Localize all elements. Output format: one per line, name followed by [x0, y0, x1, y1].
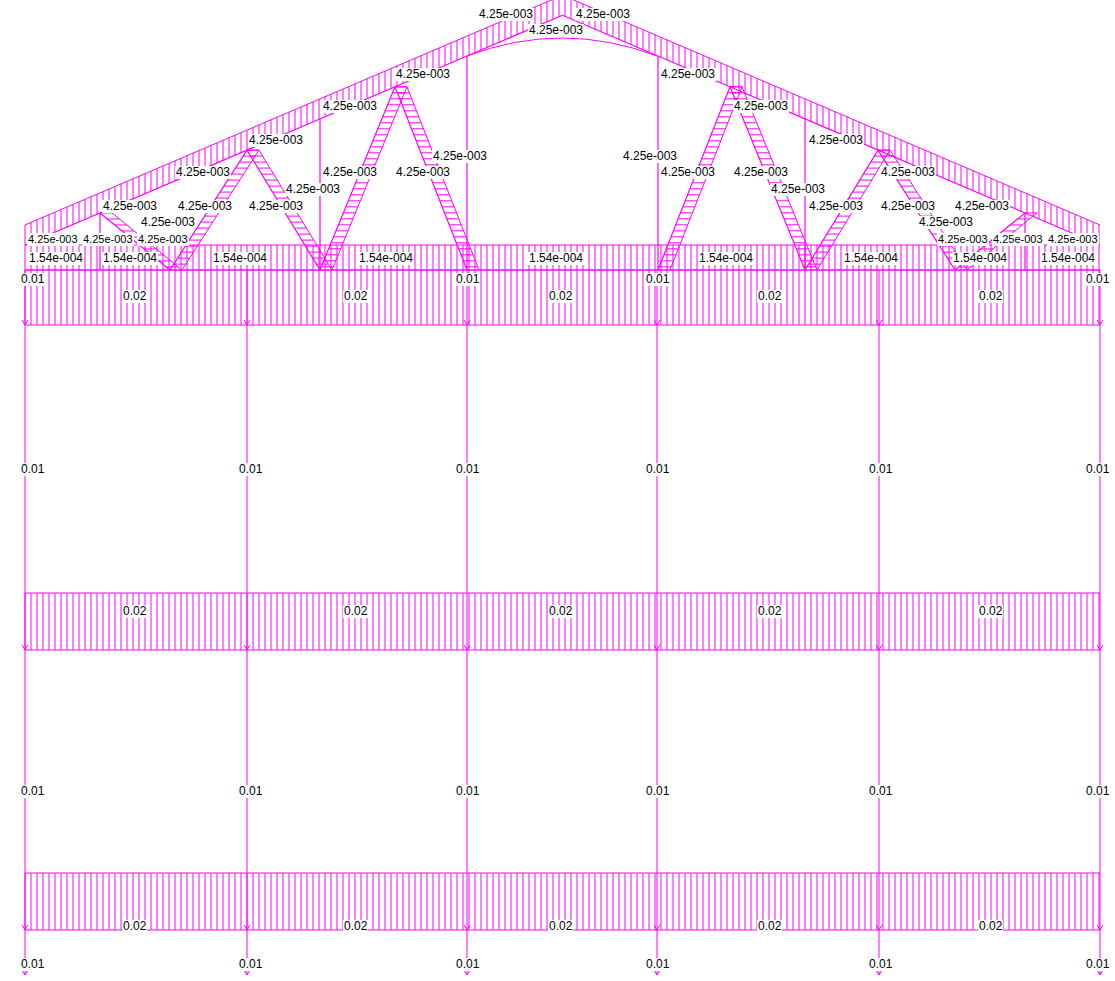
truss-load-value: 1.54e-004 — [358, 252, 414, 265]
truss-load-value: 4.25e-003 — [248, 134, 304, 147]
truss-load-value: 1.54e-004 — [952, 252, 1008, 265]
truss-load-value: 4.25e-003 — [808, 200, 864, 213]
member-load-value: 0.01 — [645, 958, 670, 971]
truss-load-value: 4.25e-003 — [432, 150, 488, 163]
truss-load-value: 4.25e-003 — [733, 166, 789, 179]
truss-load-value: 4.25e-003 — [660, 166, 716, 179]
truss-load-value: 4.25e-003 — [395, 68, 451, 81]
member-load-value: 0.01 — [868, 463, 893, 476]
member-load-value: 0.02 — [548, 920, 573, 933]
truss-load-value: 1.54e-004 — [1040, 252, 1096, 265]
truss-load-value: 4.25e-003 — [395, 166, 451, 179]
member-load-value: 0.02 — [757, 290, 782, 303]
truss-load-value: 4.25e-003 — [478, 8, 534, 21]
truss-load-value: 4.25e-003 — [102, 200, 158, 213]
member-load-value: 0.01 — [20, 785, 45, 798]
truss-load-value: 4.25e-003 — [954, 200, 1010, 213]
truss-load-value: 1.54e-004 — [28, 252, 84, 265]
column-load-line — [22, 270, 1103, 975]
truss-load-value: 4.25e-003 — [27, 233, 79, 246]
member-load-value: 0.02 — [757, 920, 782, 933]
truss-web-member — [100, 56, 1025, 270]
member-load-value: 0.01 — [455, 463, 480, 476]
truss-load-value: 4.25e-003 — [660, 68, 716, 81]
truss-load-value: 4.25e-003 — [1047, 233, 1099, 246]
member-load-value: 0.01 — [645, 463, 670, 476]
member-load-value: 0.02 — [757, 605, 782, 618]
truss-load-value: 1.54e-004 — [102, 252, 158, 265]
member-load-value: 0.02 — [122, 290, 147, 303]
member-load-value: 0.01 — [868, 785, 893, 798]
member-load-value: 0.02 — [548, 290, 573, 303]
member-load-value: 0.01 — [1085, 958, 1110, 971]
beam-load-band — [25, 270, 1100, 325]
member-load-value: 0.01 — [1085, 463, 1110, 476]
truss-load-value: 4.25e-003 — [177, 200, 233, 213]
web-member-load — [100, 87, 1037, 270]
member-load-value: 0.01 — [238, 958, 263, 971]
beam-load-band — [25, 593, 1100, 650]
truss-load-value: 4.25e-003 — [528, 24, 584, 37]
member-load-value: 0.01 — [238, 463, 263, 476]
member-load-value: 0.01 — [20, 958, 45, 971]
top-chord-load — [25, 0, 1100, 245]
truss-load-value: 4.25e-003 — [733, 100, 789, 113]
member-load-value: 0.01 — [20, 463, 45, 476]
truss-load-value: 1.54e-004 — [528, 252, 584, 265]
member-load-value: 0.01 — [868, 958, 893, 971]
member-load-value: 0.01 — [455, 785, 480, 798]
member-load-value: 0.01 — [645, 785, 670, 798]
truss-load-value: 1.54e-004 — [698, 252, 754, 265]
truss-top-chord — [25, 15, 1100, 245]
member-load-value: 0.02 — [122, 920, 147, 933]
truss-load-value: 4.25e-003 — [880, 166, 936, 179]
truss-load-value: 4.25e-003 — [322, 100, 378, 113]
truss-load-value: 1.54e-004 — [212, 252, 268, 265]
member-load-value: 0.02 — [978, 920, 1003, 933]
truss-load-value: 4.25e-003 — [82, 233, 134, 246]
member-load-value: 0.01 — [1085, 785, 1110, 798]
member-load-value: 0.02 — [343, 605, 368, 618]
member-load-value: 0.01 — [238, 785, 263, 798]
truss-arc-member — [467, 38, 657, 56]
truss-load-value: 4.25e-003 — [175, 166, 231, 179]
member-load-value: 0.01 — [455, 273, 480, 286]
truss-load-value: 4.25e-003 — [285, 183, 341, 196]
member-load-value: 0.02 — [978, 290, 1003, 303]
truss-load-value: 4.25e-003 — [140, 216, 196, 229]
member-load-value: 0.02 — [978, 605, 1003, 618]
member-load-value: 0.01 — [20, 273, 45, 286]
truss-load-value: 4.25e-003 — [937, 233, 989, 246]
member-load-value: 0.02 — [343, 920, 368, 933]
truss-load-value: 4.25e-003 — [322, 166, 378, 179]
truss-load-value: 4.25e-003 — [880, 200, 936, 213]
member-load-value: 0.01 — [1085, 273, 1110, 286]
truss-load-value: 4.25e-003 — [992, 233, 1044, 246]
truss-load-value: 1.54e-004 — [843, 252, 899, 265]
truss-load-value: 4.25e-003 — [248, 200, 304, 213]
member-load-value: 0.02 — [548, 605, 573, 618]
member-load-value: 0.01 — [455, 958, 480, 971]
truss-load-value: 4.25e-003 — [137, 233, 189, 246]
member-load-value: 0.02 — [343, 290, 368, 303]
truss-load-value: 4.25e-003 — [808, 134, 864, 147]
truss-load-value: 4.25e-003 — [575, 8, 631, 21]
member-load-value: 0.02 — [122, 605, 147, 618]
truss-load-value: 4.25e-003 — [918, 216, 974, 229]
truss-load-value: 4.25e-003 — [770, 183, 826, 196]
bottom-chord-load — [25, 245, 1100, 270]
truss-load-value: 4.25e-003 — [622, 150, 678, 163]
member-load-value: 0.01 — [645, 273, 670, 286]
